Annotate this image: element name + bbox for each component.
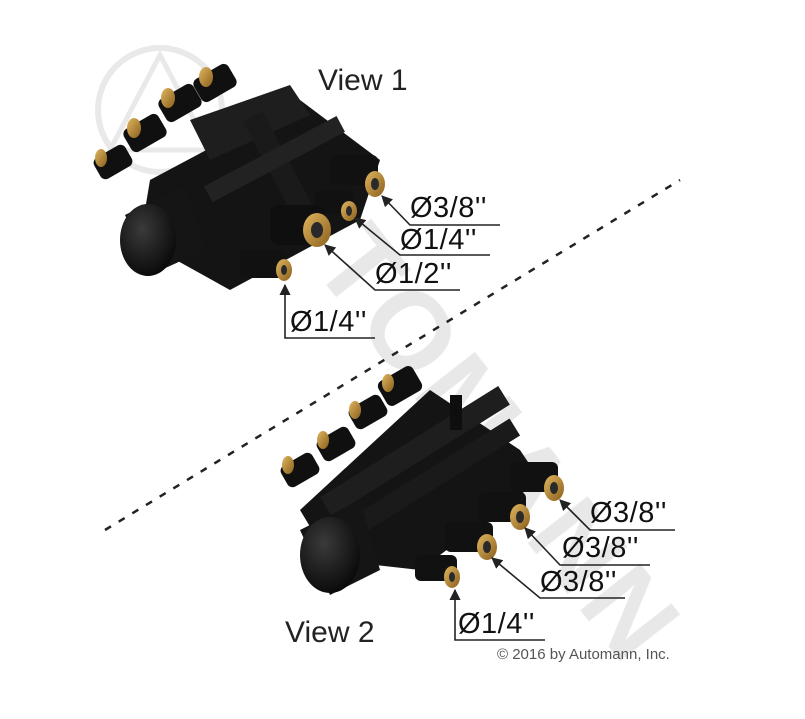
view-1-callout-2: Ø1/4'' xyxy=(400,224,477,256)
view-2-leaders xyxy=(449,499,675,641)
view-2-callout-1: Ø3/8'' xyxy=(590,497,667,529)
valve-view-2 xyxy=(280,366,564,595)
view-2-callout-4: Ø1/4'' xyxy=(458,608,535,640)
view-separator xyxy=(104,178,681,532)
view-2-title: View 2 xyxy=(285,616,375,649)
view-1-callout-3: Ø1/2'' xyxy=(375,258,452,290)
view-1-callout-4: Ø1/4'' xyxy=(290,306,367,338)
view-2-callout-2: Ø3/8'' xyxy=(562,532,639,564)
view-1-leaders xyxy=(279,195,500,339)
view-2-callout-3: Ø3/8'' xyxy=(540,566,617,598)
view-1-title: View 1 xyxy=(318,64,408,97)
copyright-notice: © 2016 by Automann, Inc. xyxy=(497,646,670,663)
valve-view-1 xyxy=(93,63,385,290)
view-1-callout-1: Ø3/8'' xyxy=(410,192,487,224)
